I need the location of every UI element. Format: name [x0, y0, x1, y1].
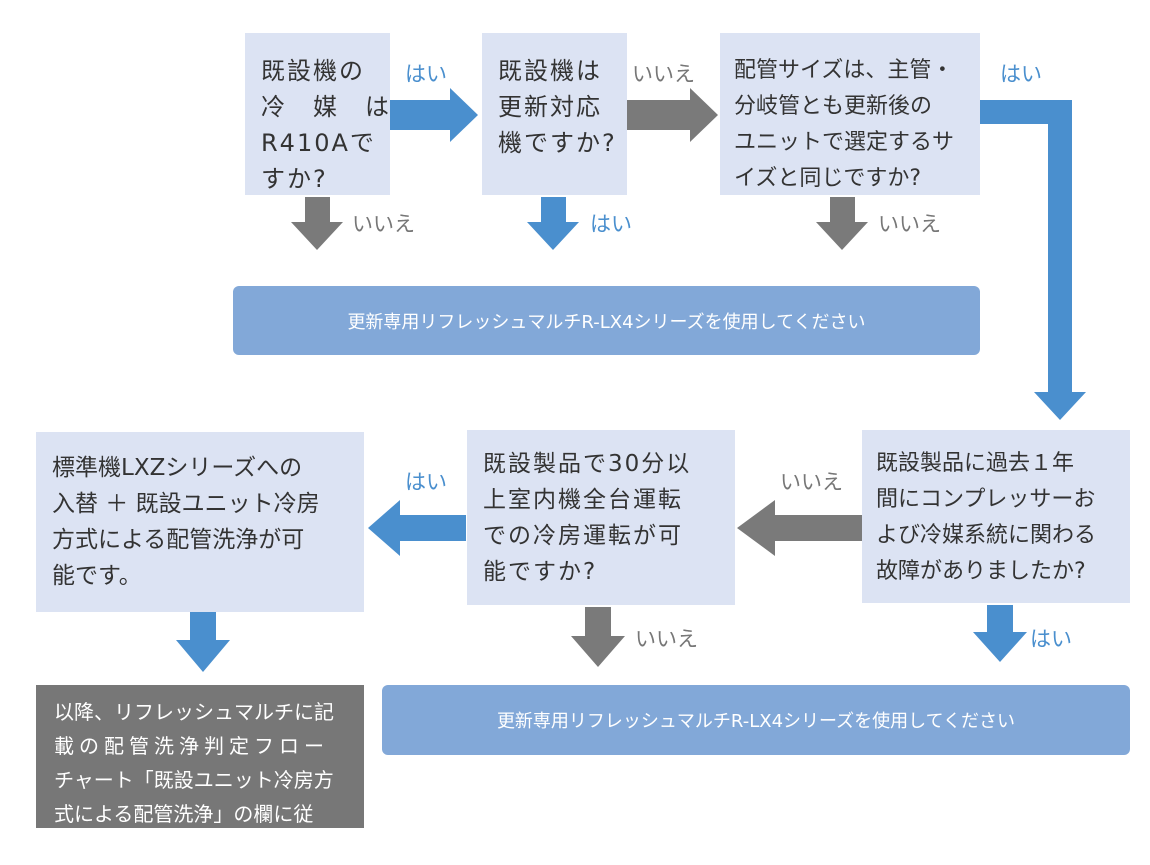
text-line: 標準機LXZシリーズへの [52, 455, 303, 481]
result-banner-refresh-multi: 更新専用リフレッシュマルチR-LX4シリーズを使用してください [233, 286, 980, 355]
arrow-q4-yes [973, 605, 1027, 662]
label-q4-no: いいえ [780, 470, 843, 494]
label-q3-no: いいえ [878, 212, 941, 236]
text-line: 能ですか? [483, 559, 598, 585]
text-line: 更新対応 [498, 93, 602, 121]
label-q4-yes: はい [1030, 627, 1072, 651]
label-q2-yes: はい [590, 212, 632, 236]
question-cooling-operation: 既設製品で30分以 上室内機全台運転 での冷房運転が可 能ですか? [467, 430, 735, 605]
text-line: 載の配管洗浄判定フロー [54, 734, 329, 758]
question-r410a: 既設機の 冷 媒 は R410Aで すか? [245, 33, 390, 195]
text-line: 間にコンプレッサーお [876, 487, 1096, 512]
text-line: 配管サイズは、主管・ [734, 58, 954, 83]
text-line: すか? [261, 165, 328, 193]
text-line: チャート「既設ユニット冷房方 [54, 768, 334, 792]
text-line: 既設製品に過去１年 [876, 451, 1075, 476]
text-line: 既設製品で30分以 [483, 451, 692, 477]
text-line: R410Aで [261, 129, 376, 157]
label-q2-no: いいえ [632, 62, 695, 86]
text-line: 機ですか? [498, 129, 617, 157]
text-line: イズと同じですか? [734, 166, 922, 191]
text-line: 能です。 [52, 563, 142, 589]
question-renewal-compatible: 既設機は 更新対応 機ですか? [482, 33, 627, 195]
text-line: での冷房運転が可 [483, 523, 683, 549]
note-follow-flowchart: 以降、リフレッシュマルチに記 載の配管洗浄判定フロー チャート「既設ユニット冷房… [36, 685, 364, 828]
text-line: 以降、リフレッシュマルチに記 [54, 700, 334, 724]
arrow-q3-yes [980, 100, 1086, 420]
arrow-q2-no [627, 88, 718, 142]
label-q5-yes: はい [405, 470, 447, 494]
arrow-q5-yes [368, 500, 466, 556]
arrow-q4-no [737, 500, 862, 556]
text-line: 上室内機全台運転 [483, 487, 683, 513]
label-q5-no: いいえ [635, 627, 698, 651]
question-past-failure: 既設製品に過去１年 間にコンプレッサーお よび冷媒系統に関わる 故障がありました… [862, 430, 1130, 603]
text-line: 既設機は [498, 57, 602, 85]
arrow-q1-yes [390, 88, 478, 142]
text-line: 故障がありましたか? [876, 559, 1086, 584]
label-q3-yes: はい [1000, 62, 1042, 86]
text-line: ユニットで選定するサ [734, 130, 955, 155]
label-q1-no: いいえ [352, 212, 415, 236]
arrow-q3-no [816, 197, 868, 250]
arrow-std-down [176, 612, 230, 672]
text-line: 入替 ＋ 既設ユニット冷房 [52, 491, 320, 517]
question-pipe-size: 配管サイズは、主管・ 分岐管とも更新後の ユニットで選定するサ イズと同じですか… [720, 33, 980, 195]
result-standard-lxz: 標準機LXZシリーズへの 入替 ＋ 既設ユニット冷房 方式による配管洗浄が可 能… [36, 432, 364, 612]
text-line: 方式による配管洗浄が可 [52, 527, 305, 553]
text-line: 冷 媒 は [261, 93, 391, 121]
text-line: 既設機の [261, 57, 365, 85]
text-line: 分岐管とも更新後の [734, 94, 933, 119]
label-q1-yes: はい [405, 62, 447, 86]
arrow-q5-no [571, 607, 625, 667]
arrow-q2-yes [527, 197, 579, 250]
result-banner-refresh-multi-2: 更新専用リフレッシュマルチR-LX4シリーズを使用してください [382, 685, 1130, 755]
arrow-q1-no [291, 197, 343, 250]
text-line: 式による配管洗浄」の欄に従 [54, 802, 314, 826]
text-line: よび冷媒系統に関わる [876, 523, 1097, 548]
